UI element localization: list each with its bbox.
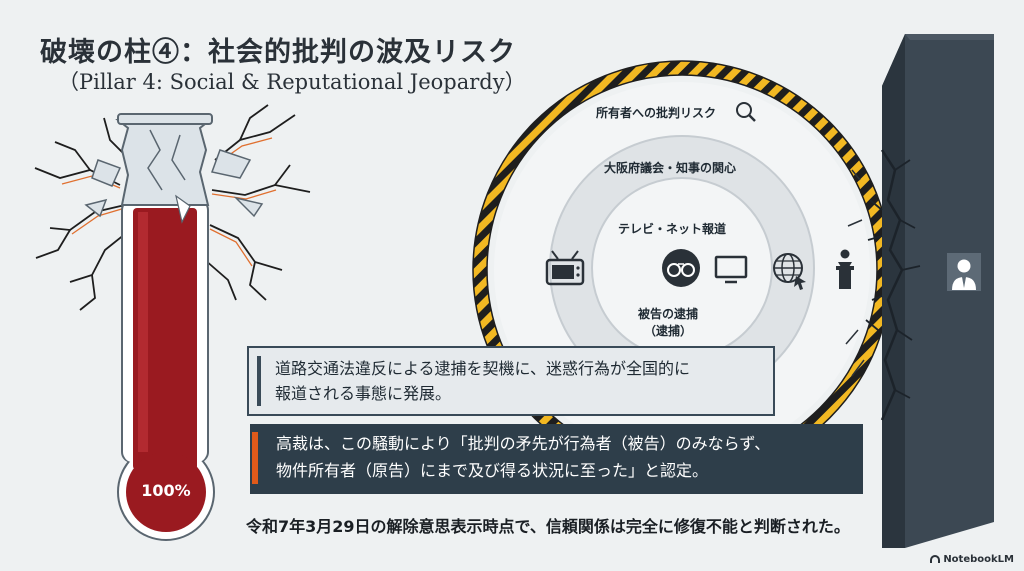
arrest-summary-line-2: 報道される事態に発展。: [275, 384, 452, 403]
broken-wall: [845, 34, 994, 548]
crack-lines-orange: [61, 137, 277, 267]
court-finding-box: 高裁は、この騒動により「批判の矛先が行為者（被告）のみならず、 物件所有者（原告…: [250, 424, 863, 494]
conclusion-text: 令和7年3月29日の解除意思表示時点で、信頼関係は完全に修復不能と判断された。: [246, 517, 850, 536]
page-title: 破壊の柱④：社会的批判の波及リスク: [40, 37, 516, 68]
thermometer-level: 100%: [141, 481, 191, 500]
arrest-summary-line-1: 道路交通法違反による逮捕を契機に、迷惑行為が全国的に: [275, 359, 691, 378]
handcuffs-icon: [662, 249, 700, 287]
arrest-summary-box: 道路交通法違反による逮捕を契機に、迷惑行為が全国的に 報道される事態に発展。: [247, 346, 775, 416]
ring-label-core-1: 被告の逮捕: [638, 307, 699, 321]
brand-label: NotebookLM: [943, 554, 1014, 565]
person-icon: [947, 253, 981, 291]
podium-icon: [836, 249, 854, 289]
monitor-icon: [714, 255, 748, 284]
thermometer: [84, 113, 264, 541]
notebooklm-icon: [930, 555, 941, 563]
ring-label-outer: 所有者への批判リスク: [596, 106, 717, 120]
globe-icon: [773, 253, 806, 290]
brand-watermark: NotebookLM: [930, 554, 1014, 565]
magnifier-icon: [736, 102, 756, 122]
page-subtitle: （Pillar 4: Social & Reputational Jeopard…: [58, 70, 526, 94]
court-finding-line-1: 高裁は、この騒動により「批判の矛先が行為者（被告）のみならず、: [276, 434, 771, 453]
ring-label-middle: 大阪府議会・知事の関心: [604, 161, 737, 175]
ring-label-core-2: （逮捕）: [644, 324, 693, 338]
crack-lines: [34, 104, 311, 311]
tv-icon: [545, 250, 585, 286]
ring-label-inner: テレビ・ネット報道: [618, 222, 727, 236]
court-finding-line-2: 物件所有者（原告）にまで及び得る状況に至った」と認定。: [276, 461, 709, 480]
